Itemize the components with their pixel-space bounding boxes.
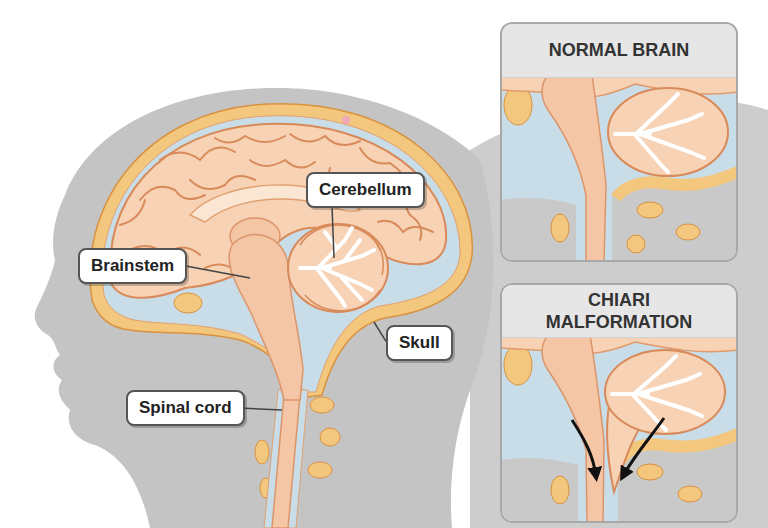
csf [502,75,736,260]
gyrus [120,200,145,225]
vertebra [551,214,569,242]
arbor-branch [640,114,702,134]
gyrus [378,221,433,232]
arbor-vitae [300,228,374,306]
vertebra [308,462,332,478]
label-box: Brainstem [78,248,187,284]
skull-bone [621,434,736,460]
ear-bone [174,293,202,313]
panel-frame: CHIARI MALFORMATION [500,283,738,523]
cerebellum [608,88,728,176]
herniation-arrow [623,418,664,476]
leader-line [187,266,250,278]
part-label: Spinal cord [139,398,232,418]
leader-lines [187,208,386,410]
head-silhouette [35,88,494,528]
label-box: Skull [386,325,453,361]
folium [370,235,383,275]
arbor-vitae [615,94,704,172]
part-label: Brainstem [91,256,174,276]
leader-line [374,322,386,341]
vertebra [676,224,700,240]
chiari-zoom [502,285,736,521]
leader-line [332,208,334,258]
spinal-canal [264,390,308,528]
normal-zoom [502,24,736,260]
part-label: Skull [399,333,440,353]
panel-heading: CHIARI MALFORMATION [529,289,709,334]
arbor-branch [638,374,700,394]
vertebra [310,397,334,413]
panel-header: CHIARI MALFORMATION [502,285,736,338]
panel-frame: NORMAL BRAIN [500,22,738,262]
csf [502,335,736,521]
gyrus [140,187,205,200]
gyrus [215,136,285,143]
panel-header: NORMAL BRAIN [502,24,736,78]
panel-ground [500,22,738,262]
gyrus [250,160,315,168]
pink-spot [342,116,350,124]
zoom-ground [502,24,736,260]
arbor-branch [345,240,360,260]
arbor-vitae [612,356,702,430]
herniation-arrow [572,420,596,476]
vertebra [255,440,269,464]
bone [504,345,532,385]
spinal-cord [272,395,300,528]
leader-line [245,408,282,410]
zoom-ground [502,285,736,521]
panel-ground [500,283,738,523]
cerebellum [288,224,388,312]
panel-heading: NORMAL BRAIN [549,39,690,62]
arbor-branch [325,232,336,247]
arbor-branch [636,136,668,172]
brainstem [542,75,606,260]
vertebra [637,202,663,218]
folia [300,225,383,311]
label-box: Spinal cord [126,390,245,426]
vertebra [551,476,569,504]
brainstem [542,335,604,521]
part-label: Cerebellum [319,180,412,200]
arbor-branch [342,278,362,300]
vertebra [627,235,645,253]
arbor-branch [318,270,345,306]
vertebra [678,486,702,502]
gyrus [290,134,360,145]
arbor-branch [634,396,666,430]
label-box: Cerebellum [306,172,425,208]
gyrus [160,148,235,161]
gyrus [190,176,255,189]
vertebra [637,464,663,480]
cerebellum [605,350,725,434]
vertebra [320,428,340,446]
